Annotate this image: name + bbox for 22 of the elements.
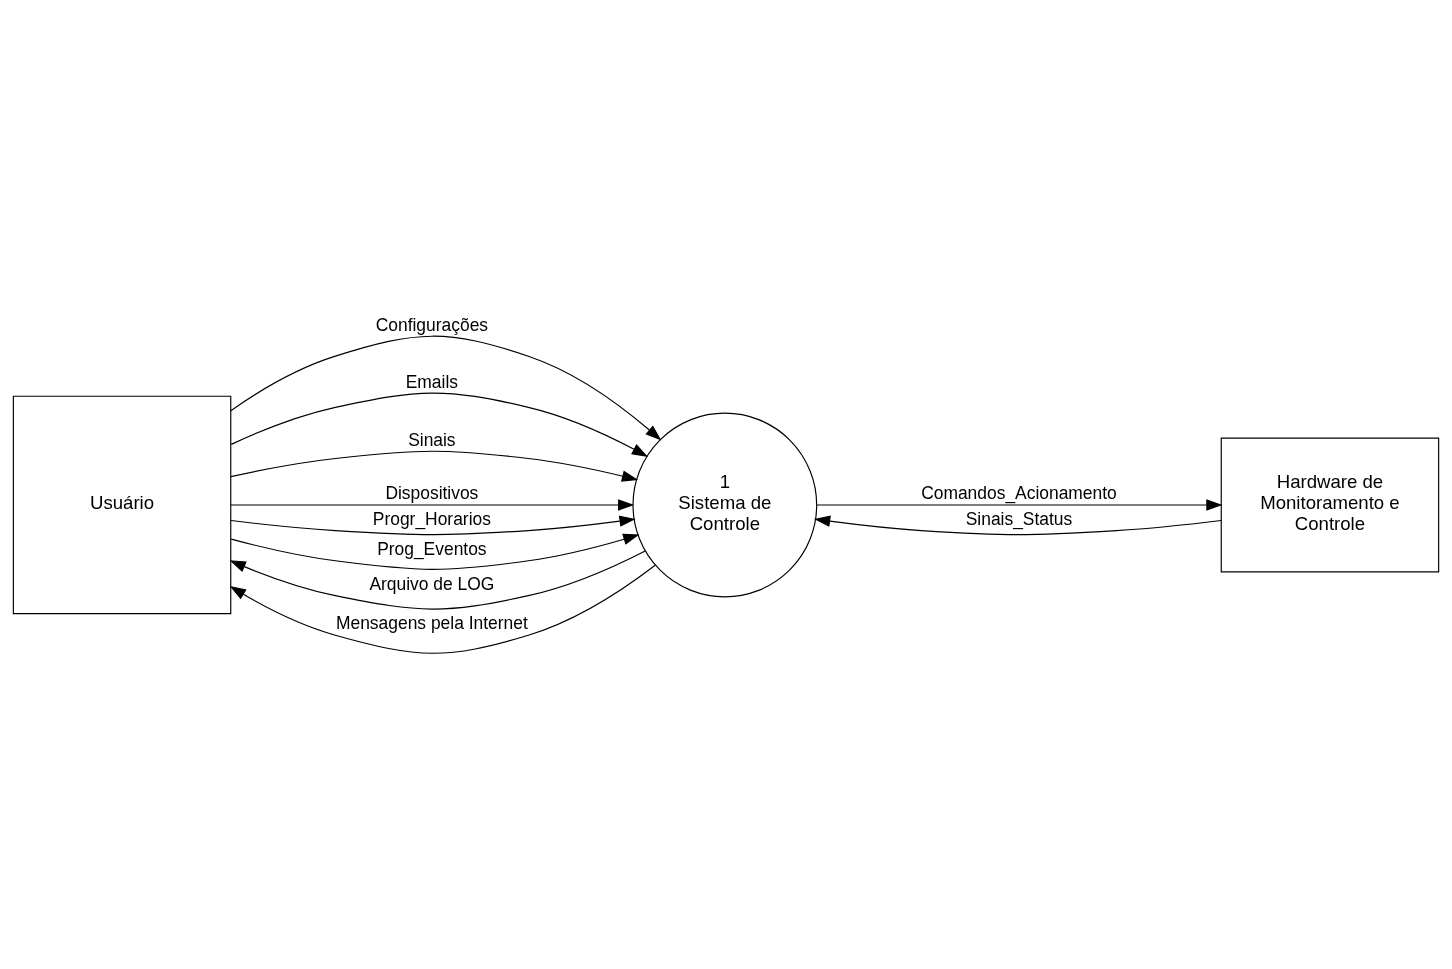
node-box: Hardware de Monitoramento e Controle [1220,437,1440,572]
edge-label: Progr_Horarios [372,508,491,529]
edge-label: Arquivo de LOG [369,573,495,594]
arrow [230,533,640,570]
arrow [816,498,1223,511]
arrow [229,549,646,610]
edge-label: Sinais [408,429,456,450]
edge-label: Sinais_Status [965,508,1073,529]
arrow [230,392,649,457]
arrow [230,335,662,441]
edge-label: Dispositivos [385,482,479,503]
edge-label: Emails [405,371,459,392]
edge-label: Configurações [375,314,489,335]
arrow [230,498,635,511]
arrow [230,450,639,482]
arrow [813,515,1222,535]
arrow [229,564,656,654]
arrow [230,515,636,535]
node-box: Usuário [12,395,232,614]
edge-label: Prog_Eventos [377,538,487,559]
edge-label: Mensagens pela Internet [335,612,528,633]
edge-label: Comandos_Acionamento [921,482,1117,503]
